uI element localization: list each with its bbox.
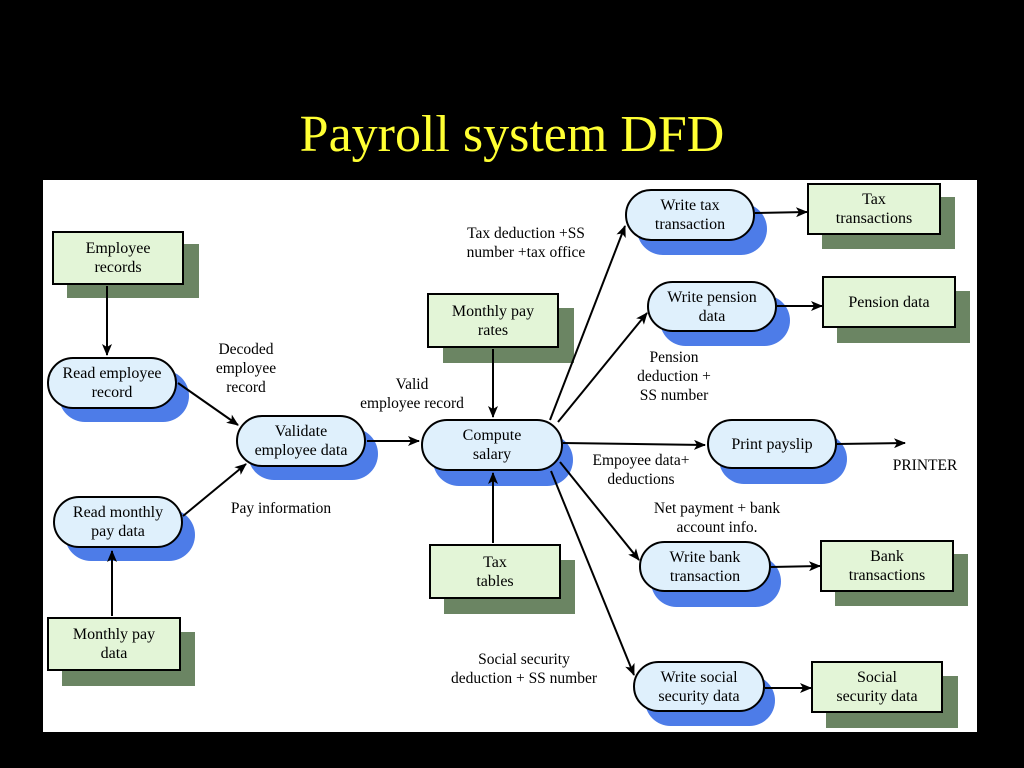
arrow-compute-to-pension — [557, 312, 648, 423]
process-read-monthly-pay-data: Read monthly pay data — [53, 496, 183, 548]
arrow-compute-to-tax — [549, 225, 626, 421]
process-write-tax-transaction: Write tax transaction — [625, 189, 755, 241]
page-title: Payroll system DFD — [299, 106, 725, 163]
store-employee-records: Employee records — [52, 231, 184, 285]
store-bank-transactions: Bank transactions — [820, 540, 954, 592]
process-write-bank-transaction: Write bank transaction — [639, 541, 771, 592]
flow-label-printer: PRINTER — [892, 457, 958, 474]
store-monthly-pay-rates: Monthly pay rates — [427, 293, 559, 348]
process-read-employee-record: Read employee record — [47, 357, 177, 409]
flow-label-pay-information: Pay information — [230, 500, 332, 517]
store-tax-tables: Tax tables — [429, 544, 561, 599]
arrow-payslip-to-printer — [836, 438, 906, 449]
flow-label-social-security-deduction: Social security deduction + SS number — [450, 651, 598, 687]
arrow-tax-to-store — [754, 207, 808, 218]
process-write-pension-data: Write pension data — [647, 281, 777, 332]
arrow-bank-to-store — [770, 561, 821, 572]
flow-label-decoded-employee-record: Decoded employee record — [215, 341, 277, 396]
flow-label-pension-deduction: Pension deduction + SS number — [637, 349, 711, 404]
arrow-read-to-validate — [177, 382, 239, 426]
store-tax-transactions: Tax transactions — [807, 183, 941, 235]
store-monthly-pay-data: Monthly pay data — [47, 617, 181, 671]
store-pension-data: Pension data — [822, 276, 956, 328]
arrow-compute-to-social — [550, 470, 635, 676]
flow-label-valid-employee-record: Valid employee record — [360, 376, 464, 412]
process-compute-salary: Compute salary — [421, 419, 563, 471]
arrow-compute-to-bank — [559, 461, 640, 561]
arrow-readpay-to-validate — [182, 463, 247, 517]
flow-label-net-payment: Net payment + bank account info. — [653, 500, 781, 536]
flow-arrows — [102, 207, 906, 693]
process-validate-employee-data: Validate employee data — [236, 415, 366, 467]
arrow-compute-to-payslip — [562, 439, 706, 450]
flow-label-employee-data-deductions: Empoyee data+ deductions — [592, 452, 690, 488]
process-write-social-security-data: Write social security data — [633, 661, 765, 712]
store-social-security-data: Social security data — [811, 661, 943, 713]
process-print-payslip: Print payslip — [707, 419, 837, 469]
flow-label-tax-deduction: Tax deduction +SS number +tax office — [466, 225, 586, 261]
diagram-panel: Employee records Monthly pay data Monthl… — [43, 180, 977, 732]
